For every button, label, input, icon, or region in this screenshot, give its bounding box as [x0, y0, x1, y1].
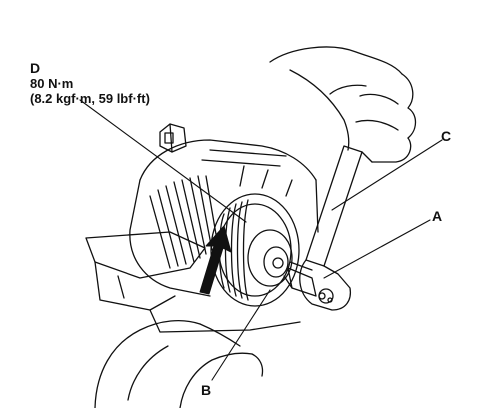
- rotation-arrow: [199, 225, 232, 295]
- torque-spec-alternate: (8.2 kgf·m, 59 lbf·ft): [30, 91, 150, 106]
- engine-bracket: [85, 231, 301, 333]
- lower-hand: [94, 319, 264, 408]
- callout-b: B: [201, 382, 212, 398]
- torque-spec-nm: 80 N·m: [30, 76, 74, 91]
- callout-a: A: [432, 208, 443, 224]
- leader-line-b: [211, 289, 271, 381]
- leader-lines: [79, 99, 443, 381]
- pulley: [210, 193, 300, 307]
- callout-d-letter: D: [30, 60, 41, 76]
- leader-line-a: [323, 219, 431, 279]
- callout-d: D 80 N·m (8.2 kgf·m, 59 lbf·ft): [30, 60, 150, 107]
- socket-extension: [283, 261, 317, 297]
- alternator: [129, 123, 319, 297]
- leader-line-c: [331, 139, 443, 211]
- callout-c: C: [441, 128, 452, 144]
- wrench: [299, 145, 363, 311]
- leader-line-d: [79, 99, 247, 223]
- upper-hand: [269, 46, 417, 163]
